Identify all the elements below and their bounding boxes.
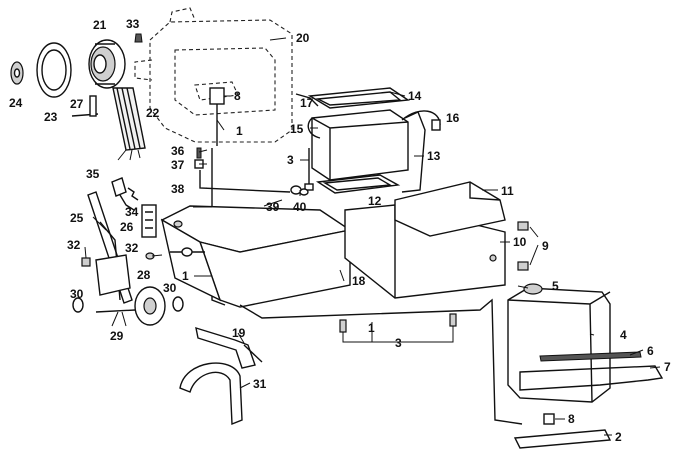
platform-box: [160, 205, 352, 308]
callout-20: 20: [296, 31, 310, 45]
callout-2: 2: [615, 430, 622, 444]
callout-29: 29: [110, 329, 124, 343]
fuel-line: [194, 147, 309, 306]
callout-32: 32: [125, 241, 139, 255]
callout-38: 38: [171, 182, 185, 196]
cap-upper: [209, 87, 225, 146]
clips-3: [339, 313, 457, 343]
link-35: [111, 177, 135, 211]
top-cover: [394, 181, 506, 237]
cable-15: [307, 117, 321, 139]
band-bracket: [195, 326, 263, 369]
callout-24: 24: [9, 96, 23, 110]
fitting-33: [134, 33, 143, 43]
callout-5: 5: [552, 279, 559, 293]
callout-37: 37: [171, 158, 185, 172]
callout-3: 3: [395, 336, 402, 350]
starter-pulley: [88, 39, 126, 89]
spring-34: [127, 187, 139, 201]
callout-30: 30: [163, 281, 177, 295]
callout-21: 21: [93, 18, 107, 32]
battery-box: [311, 109, 409, 181]
callout-7: 7: [664, 360, 671, 374]
battery-cable-17: [295, 93, 319, 107]
drum-assembly: [72, 286, 184, 327]
callout-4: 4: [620, 328, 627, 342]
callout-31: 31: [253, 377, 267, 391]
clip-9: [517, 221, 529, 271]
clamp-lower-8: [543, 413, 555, 425]
cap-plate: [10, 61, 24, 85]
callout-12: 12: [368, 194, 382, 208]
callout-30: 30: [70, 287, 84, 301]
callout-18: 18: [352, 274, 366, 288]
brake-band: [179, 362, 243, 426]
callout-3: 3: [287, 153, 294, 167]
callout-25: 25: [70, 211, 84, 225]
v-belt-set: [112, 87, 146, 161]
pin-bracket: [71, 95, 99, 117]
battery-tray: [315, 174, 401, 194]
tank-bracket: [519, 365, 664, 391]
callout-22: 22: [146, 106, 160, 120]
battery-lid: [307, 87, 411, 109]
callout-6: 6: [647, 344, 654, 358]
battery-cable-16: [401, 110, 441, 131]
fuel-cap: [523, 283, 543, 295]
tank-strap: [539, 351, 642, 362]
callout-labels: 1 1 1 2 3 3 4 5 6 7 8 8 9 10 11 12 13 14…: [9, 17, 671, 444]
hold-down-strap: [401, 111, 426, 193]
callout-8: 8: [234, 89, 241, 103]
callout-28: 28: [137, 268, 151, 282]
callout-16: 16: [446, 111, 460, 125]
callout-19: 19: [232, 326, 246, 340]
callout-34: 34: [125, 205, 139, 219]
callout-9: 9: [542, 239, 549, 253]
callout-33: 33: [126, 17, 140, 31]
callout-14: 14: [408, 89, 422, 103]
engine-outline: [134, 7, 293, 143]
callout-17: 17: [300, 96, 314, 110]
rod-3-upper: [304, 148, 314, 191]
callout-27: 27: [70, 97, 84, 111]
fuel-pipe: [239, 298, 523, 425]
callout-40: 40: [293, 200, 307, 214]
callout-26: 26: [120, 220, 134, 234]
pulley-shroud: [36, 42, 72, 98]
bracket-26: [141, 204, 157, 238]
callout-23: 23: [44, 110, 58, 124]
leader-lines: [84, 37, 661, 436]
callout-39: 39: [266, 200, 280, 214]
callout-11: 11: [501, 184, 514, 198]
callout-36: 36: [171, 144, 185, 158]
guard-plate: [513, 429, 612, 449]
callout-15: 15: [290, 122, 304, 136]
callout-10: 10: [513, 235, 527, 249]
callout-1: 1: [368, 321, 375, 335]
callout-35: 35: [86, 167, 100, 181]
callout-32: 32: [67, 238, 81, 252]
callout-1: 1: [182, 269, 189, 283]
callout-8: 8: [568, 412, 575, 426]
brake-disc: [95, 254, 131, 296]
callout-1: 1: [236, 124, 243, 138]
callout-13: 13: [427, 149, 441, 163]
